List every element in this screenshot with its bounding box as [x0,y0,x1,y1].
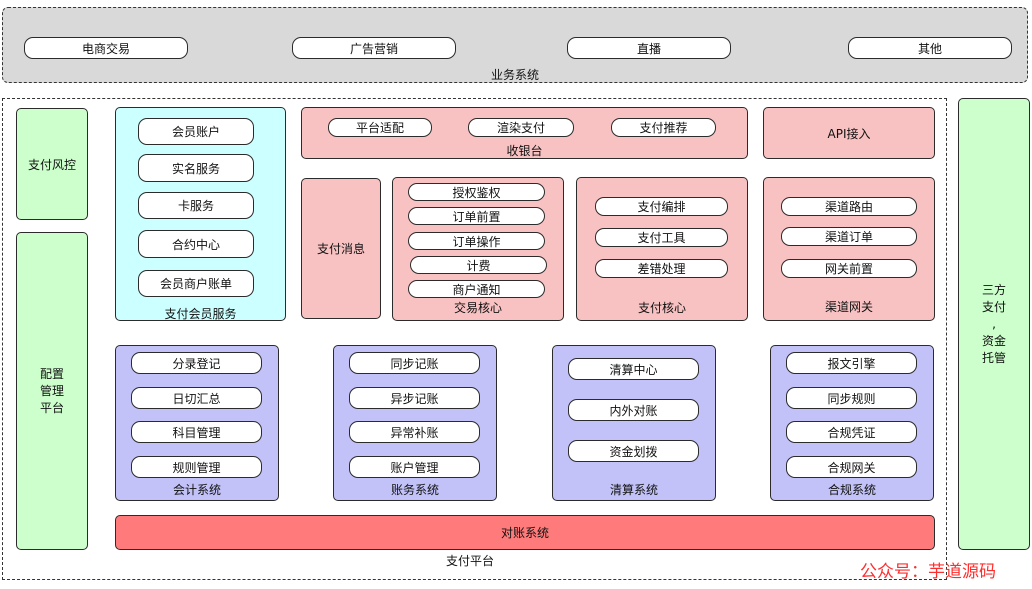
trade-item: 商户通知 [408,280,545,298]
compliance-item: 合规凭证 [786,421,917,443]
ledger-item: 异常补账 [349,421,480,443]
payment-risk-control-label: 支付风控 [27,157,76,172]
compliance-item: 合规网关 [786,456,917,478]
accounting-system-panel: 分录登记 日切汇总 科目管理 规则管理 会计系统 [115,345,279,501]
api-access: API接入 [763,107,935,159]
payment-platform-panel [2,98,947,580]
paycore-item: 差错处理 [595,259,728,278]
accounting-system-title: 会计系统 [172,483,221,497]
third-party-custody: 三方 支付 , 资金 托管 [958,98,1030,550]
watermark-text: 公众号：芋道源码 [860,562,996,582]
member-item: 合约中心 [138,230,254,258]
accounting-item: 规则管理 [131,456,262,478]
ledger-system-panel: 同步记账 异步记账 异常补账 账户管理 账务系统 [333,345,497,501]
third-party-line: 支付 [981,299,1006,314]
gateway-item: 网关前置 [781,259,917,278]
cashier-item: 渲染支付 [468,118,574,137]
api-access-label: API接入 [827,126,871,141]
third-party-line: , [992,316,996,331]
clearing-item: 清算中心 [568,358,699,380]
business-item-live: 直播 [567,37,731,59]
member-item: 卡服务 [138,192,254,219]
member-item: 实名服务 [138,154,254,182]
cashier-item: 支付推荐 [611,118,716,137]
compliance-item: 报文引擎 [786,352,917,374]
compliance-item: 同步规则 [786,387,917,409]
payment-core-panel: 支付编排 支付工具 差错处理 支付核心 [576,177,748,321]
gateway-item: 渠道路由 [781,197,917,216]
business-item-ecommerce: 电商交易 [24,37,188,59]
config-platform: 配置 管理 平台 [16,232,88,550]
ledger-item: 同步记账 [349,352,480,374]
cashier-title: 收银台 [506,144,543,158]
payment-message: 支付消息 [301,178,381,319]
accounting-item: 分录登记 [131,352,262,374]
business-system-title: 业务系统 [490,68,539,82]
trade-item: 授权鉴权 [408,183,545,201]
ledger-system-title: 账务系统 [390,483,439,497]
config-platform-line: 平台 [39,400,64,415]
payment-core-title: 支付核心 [637,301,686,315]
compliance-system-panel: 报文引擎 同步规则 合规凭证 合规网关 合规系统 [770,345,934,501]
member-service-title: 支付会员服务 [164,307,237,321]
third-party-line: 三方 [981,282,1006,297]
trade-item: 订单前置 [408,207,545,225]
clearing-system-panel: 清算中心 内外对账 资金划拨 清算系统 [552,345,716,501]
trade-core-panel: 授权鉴权 订单前置 订单操作 计费 商户通知 交易核心 [392,177,564,321]
trade-item: 计费 [410,256,547,274]
business-item-other: 其他 [848,37,1012,59]
reconciliation-system-label: 对账系统 [500,526,549,540]
gateway-item: 渠道订单 [781,227,917,246]
payment-platform-title: 支付平台 [445,554,494,568]
paycore-item: 支付编排 [595,197,728,216]
ledger-item: 账户管理 [349,456,480,478]
cashier-panel: 平台适配 渲染支付 支付推荐 收银台 [301,107,748,159]
member-item: 会员商户账单 [138,270,254,297]
reconciliation-system: 对账系统 [115,515,935,550]
trade-core-title: 交易核心 [453,301,502,315]
ledger-item: 异步记账 [349,387,480,409]
third-party-line: 资金 [981,333,1006,348]
clearing-item: 内外对账 [568,399,699,421]
channel-gateway-panel: 渠道路由 渠道订单 网关前置 渠道网关 [763,177,935,321]
accounting-item: 日切汇总 [131,387,262,409]
member-item: 会员账户 [138,118,254,145]
payment-risk-control: 支付风控 [16,108,88,220]
clearing-system-title: 清算系统 [609,483,658,497]
cashier-item: 平台适配 [328,118,432,137]
paycore-item: 支付工具 [595,228,728,247]
config-platform-line: 配置 [39,366,64,381]
channel-gateway-title: 渠道网关 [824,300,873,314]
clearing-item: 资金划拨 [568,440,699,462]
member-service-panel: 会员账户 实名服务 卡服务 合约中心 会员商户账单 支付会员服务 [115,107,286,321]
business-item-advertising: 广告营销 [292,37,456,59]
compliance-system-title: 合规系统 [827,483,876,497]
business-system-panel: 电商交易 广告营销 直播 其他 业务系统 [2,7,1028,83]
third-party-line: 托管 [981,350,1006,365]
accounting-item: 科目管理 [131,421,262,443]
payment-message-label: 支付消息 [316,242,365,256]
trade-item: 订单操作 [408,232,545,250]
config-platform-line: 管理 [39,383,64,398]
